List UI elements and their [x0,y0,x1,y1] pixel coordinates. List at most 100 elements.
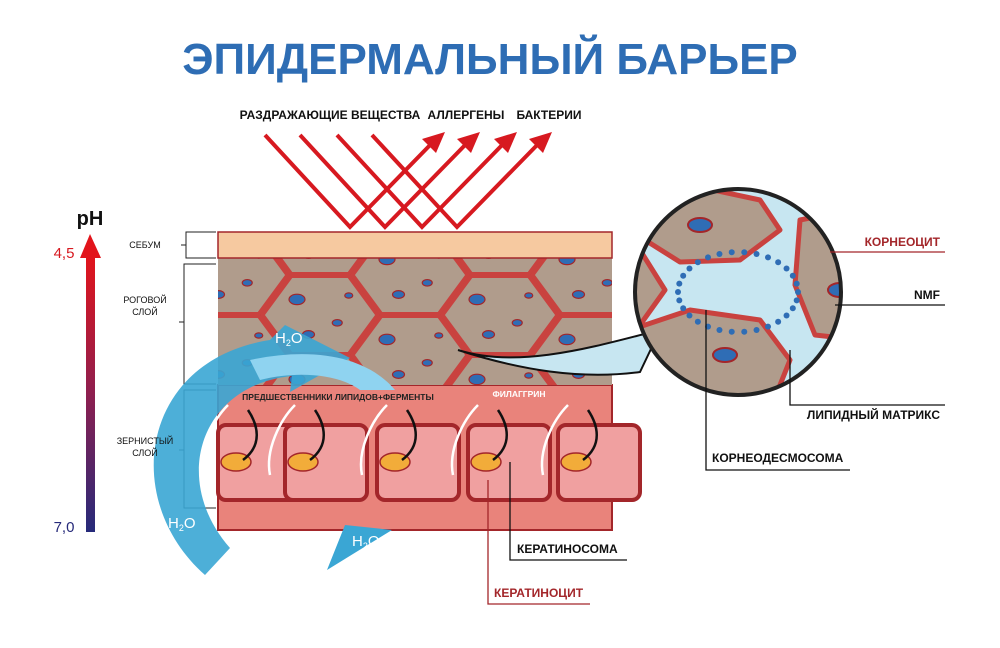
ph-top-value: 4,5 [54,245,75,262]
filaggrin-arrow-icon [450,404,479,476]
nucleus [470,452,502,472]
nucleus [379,452,411,472]
corneocyte [173,156,288,234]
nucleus [391,370,406,380]
callout-corneodesmosome: КОРНЕОДЕСМОСОМА [712,451,844,465]
nucleus [615,253,623,258]
nucleus [213,211,225,219]
filaggrin-label: ФИЛАГГРИН [492,389,545,399]
arrow-head-icon [529,132,552,153]
nucleus [331,318,343,327]
nucleus [345,213,353,218]
keratinosome-arrow-icon [401,409,417,461]
filaggrin-arrow-icon [200,404,229,476]
nucleus [525,213,533,218]
lipid-head [728,328,735,335]
layer-horny-label-2: СЛОЙ [132,306,158,317]
lipid-head [783,265,790,272]
ph-scale-bar [86,256,95,532]
water-loss-arrows [153,325,395,575]
lipid-head [795,289,801,295]
lipid-head [694,259,701,266]
nucleus [199,334,215,344]
nucleus [421,358,433,367]
nucleus [663,411,675,419]
lipid-head [753,250,760,257]
layer-sebum-label: СЕБУМ [129,240,160,250]
magnifier-rim [633,187,843,397]
nucleus [573,211,585,219]
arrow-head-icon [457,132,480,153]
nucleus [481,330,496,340]
lipid-head [775,318,782,325]
nucleus [571,290,586,300]
keratinocyte [283,423,369,502]
nucleus [378,258,396,266]
nucleus [468,373,486,385]
nucleus [469,214,485,224]
nucleus [524,372,534,379]
corneocyte [533,156,648,234]
nucleus [615,173,623,178]
nucleus [378,333,396,346]
nucleus [468,293,486,306]
callout-lipid-matrix: ЛИПИДНЫЙ МАТРИКС [807,407,940,422]
ph-label: pH [77,208,104,230]
nucleus [434,332,444,339]
lipid-head [676,297,683,304]
sebum-layer [217,231,613,259]
layer-granular-label-2: СЛОЙ [132,447,158,458]
threat-allergens: АЛЛЕРГЕНЫ [428,108,505,122]
nucleus [560,452,592,472]
filaggrin-arrow-icon [540,404,569,476]
threat-arrow [335,133,509,230]
water-label-bottom: H2O [352,533,380,551]
water-label-left: H2O [168,515,196,533]
nucleus [344,292,354,299]
nucleus [421,278,433,287]
nucleus [218,290,226,299]
keratinocyte [375,423,461,502]
nucleus [692,400,702,407]
nucleus [287,452,319,472]
nucleus [511,318,523,327]
ph-arrow-head-icon [80,234,101,258]
callout-corneocyte: КОРНЕОЦИТ [865,235,941,249]
lipid-head [680,272,687,279]
nucleus [692,480,702,487]
nucleus [254,332,264,339]
water-label-top: H2O [275,330,303,348]
threat-arrow [370,133,544,230]
threat-arrow [263,133,437,230]
lipid-head [686,265,693,272]
threat-arrow [298,133,472,230]
keratinosome-arrow-icon [582,409,598,461]
lipid-head [741,328,748,335]
callout-lines [487,251,945,605]
nucleus [602,200,612,207]
lipid-head [676,280,683,287]
corneocyte [635,237,668,333]
lipid-head [741,249,748,256]
layer-granular-label-1: ЗЕРНИСТЫЙ [117,435,174,446]
nucleus [199,174,215,184]
lipid-head [789,305,796,312]
lipid-head [680,305,687,312]
nucleus [199,254,215,264]
lipid-head [716,250,723,257]
nucleus [663,491,675,499]
nucleus [559,174,575,184]
callout-keratinosome: КЕРАТИНОСОМА [517,542,618,556]
nucleus [649,374,665,384]
layer-horny-label-1: РОГОВОЙ [123,294,166,305]
page-title: ЭПИДЕРМАЛЬНЫЙ БАРЬЕР [182,33,798,84]
nucleus [241,278,253,287]
callout-keratinocyte: КЕРАТИНОЦИТ [494,586,584,600]
lipid-head [793,280,800,287]
nucleus [288,293,306,306]
precursors-label: ПРЕДШЕСТВЕННИКИ ЛИПИДОВ+ФЕРМЕНТЫ [242,392,434,402]
lipid-head [705,254,711,261]
nucleus [687,217,713,233]
